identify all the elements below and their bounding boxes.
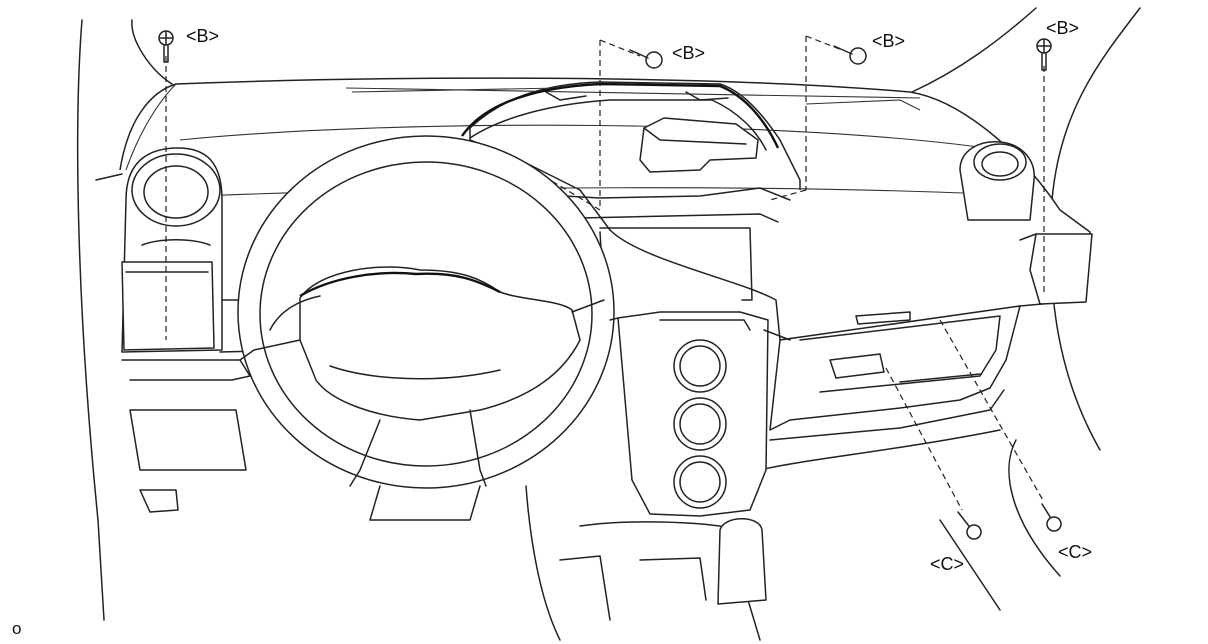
screw-b-2 bbox=[549, 39, 663, 211]
label-b-top-right: <B> bbox=[1046, 18, 1079, 38]
screw-b-1 bbox=[158, 30, 174, 340]
figure-id: o bbox=[12, 619, 21, 638]
screw-b-3 bbox=[769, 35, 867, 201]
label-b-center: <B> bbox=[672, 43, 705, 63]
screw-c-1 bbox=[885, 367, 1001, 611]
label-c-right: <C> bbox=[1058, 542, 1092, 562]
label-c-left: <C> bbox=[930, 554, 964, 574]
label-b-top-left: <B> bbox=[186, 26, 219, 46]
right-panel-and-glovebox bbox=[759, 141, 1093, 471]
center-stack bbox=[609, 311, 791, 517]
left-vent-assembly bbox=[121, 147, 305, 513]
lower-console bbox=[525, 485, 767, 641]
screw-b-4 bbox=[1036, 38, 1052, 296]
steering-wheel bbox=[237, 135, 615, 521]
screw-c-2 bbox=[939, 319, 1062, 532]
label-b-center-right: <B> bbox=[872, 31, 905, 51]
